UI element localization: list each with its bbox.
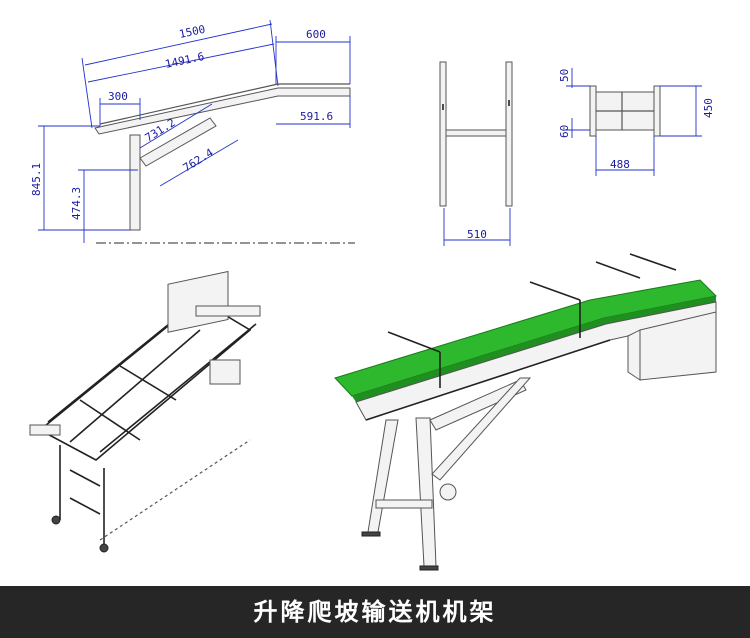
side-view-brace — [139, 117, 217, 167]
dim-474-3: 474.3 — [70, 187, 83, 220]
dim-1500: 1500 — [178, 23, 207, 41]
page-title-banner: 升降爬坡输送机机架 — [0, 586, 750, 638]
dim-60: 60 — [558, 125, 571, 138]
conveyor-isometric — [334, 253, 718, 571]
front-view: 510 — [439, 61, 513, 246]
top-view: 50 60 488 450 — [558, 68, 715, 176]
dim-762-4: 762.4 — [181, 146, 216, 175]
technical-drawing: 1500 1491.6 600 591.6 300 731.2 762.4 84… — [29, 19, 718, 571]
dim-845-1: 845.1 — [30, 163, 43, 196]
side-view: 1500 1491.6 600 591.6 300 731.2 762.4 84… — [30, 19, 355, 244]
dim-510: 510 — [467, 228, 487, 241]
dim-600: 600 — [306, 28, 326, 41]
dim-450: 450 — [702, 98, 715, 118]
dim-50: 50 — [558, 69, 571, 82]
side-view-leg — [129, 134, 141, 231]
dim-1491-6: 1491.6 — [164, 50, 206, 71]
dim-591-6: 591.6 — [300, 110, 333, 123]
dim-488: 488 — [610, 158, 630, 171]
dim-300: 300 — [108, 90, 128, 103]
frame-isometric — [29, 270, 261, 553]
